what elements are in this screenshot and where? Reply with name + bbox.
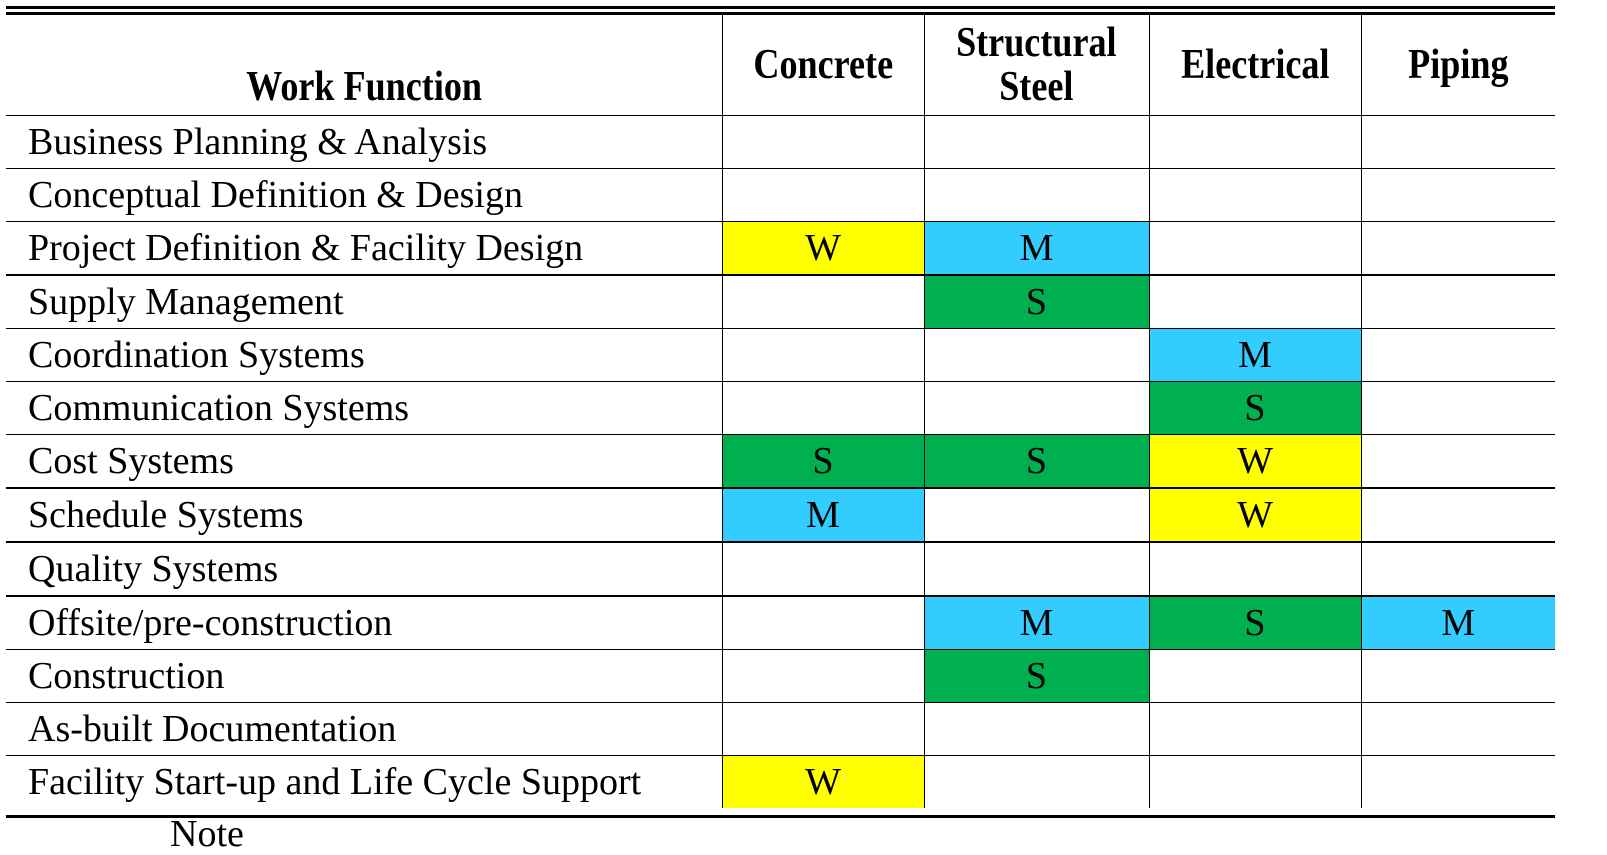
rating-cell xyxy=(721,168,924,222)
table-row: Business Planning & Analysis xyxy=(6,115,1555,169)
table-row: Supply Management S xyxy=(6,275,1555,329)
rating-cell: M xyxy=(923,221,1149,276)
bottom-rule xyxy=(6,815,1555,818)
rating-cell xyxy=(721,275,924,329)
table-row: Conceptual Definition & Design xyxy=(6,168,1555,222)
row-label: Project Definition & Facility Design xyxy=(6,221,722,276)
rating-cell: W xyxy=(1148,434,1361,489)
rating-cell xyxy=(1360,381,1555,435)
header-electrical: Electrical xyxy=(1148,15,1361,116)
rating-cell xyxy=(1360,649,1555,703)
row-label: Coordination Systems xyxy=(6,328,722,382)
rating-cell: M xyxy=(1148,328,1361,382)
rating-cell xyxy=(1360,328,1555,382)
top-rule-second xyxy=(6,12,1555,15)
rating-cell xyxy=(1148,168,1361,222)
rating-cell: S xyxy=(923,649,1149,703)
rating-cell xyxy=(721,702,924,756)
rating-cell xyxy=(1148,221,1361,276)
row-label: Conceptual Definition & Design xyxy=(6,168,722,222)
rating-cell: W xyxy=(1148,488,1361,543)
rating-cell xyxy=(923,488,1149,543)
rating-cell xyxy=(1360,702,1555,756)
rating-cell xyxy=(923,542,1149,597)
header-piping: Piping xyxy=(1360,15,1555,116)
note-text: Note xyxy=(170,813,244,855)
rating-cell: S xyxy=(923,434,1149,489)
rating-cell xyxy=(1148,702,1361,756)
rating-cell: S xyxy=(721,434,924,489)
rating-cell xyxy=(923,702,1149,756)
row-label: Communication Systems xyxy=(6,381,722,435)
top-rule xyxy=(6,6,1555,9)
table-row: As-built Documentation xyxy=(6,702,1555,756)
rating-cell xyxy=(1360,275,1555,329)
row-label: Business Planning & Analysis xyxy=(6,115,722,169)
rating-cell xyxy=(1148,275,1361,329)
row-label: Cost Systems xyxy=(6,434,722,489)
rating-cell xyxy=(923,168,1149,222)
header-concrete: Concrete xyxy=(721,15,924,116)
rating-cell xyxy=(721,115,924,169)
rating-cell xyxy=(923,381,1149,435)
rating-cell: M xyxy=(923,596,1149,650)
row-label: Supply Management xyxy=(6,275,722,329)
rating-cell xyxy=(721,542,924,597)
rating-cell: S xyxy=(923,275,1149,329)
rating-cell xyxy=(1148,115,1361,169)
table-row: Facility Start-up and Life Cycle Support… xyxy=(6,755,1555,808)
rating-cell xyxy=(721,649,924,703)
rating-cell xyxy=(1360,488,1555,543)
rating-cell xyxy=(1360,755,1555,808)
header-work-function: Work Function xyxy=(6,15,722,116)
rating-cell xyxy=(923,755,1149,808)
row-label: Offsite/pre-construction xyxy=(6,596,722,650)
row-label: Facility Start-up and Life Cycle Support xyxy=(28,761,642,803)
row-label: Quality Systems xyxy=(6,542,722,597)
table-row: Coordination Systems M xyxy=(6,328,1555,382)
rating-cell: W xyxy=(721,221,924,276)
table-row: Construction S xyxy=(6,649,1555,703)
rating-cell xyxy=(1148,755,1361,808)
rating-cell xyxy=(923,115,1149,169)
rating-cell xyxy=(1360,542,1555,597)
row-label: Schedule Systems xyxy=(6,488,722,543)
row-label: As-built Documentation xyxy=(6,702,722,756)
rating-cell xyxy=(1148,542,1361,597)
row-label: Construction xyxy=(6,649,722,703)
rating-cell xyxy=(721,328,924,382)
rating-cell: M xyxy=(1360,596,1555,650)
rating-cell xyxy=(1360,115,1555,169)
rating-cell: S xyxy=(1148,596,1361,650)
rating-cell xyxy=(923,328,1149,382)
table-row: Quality Systems xyxy=(6,542,1555,597)
rating-cell xyxy=(721,596,924,650)
rating-cell: S xyxy=(1148,381,1361,435)
rating-cell xyxy=(1360,168,1555,222)
rating-cell: W xyxy=(721,755,924,808)
rating-cell xyxy=(1360,221,1555,276)
rating-cell: M xyxy=(721,488,924,543)
rating-cell xyxy=(1148,649,1361,703)
table-row: Communication Systems S xyxy=(6,381,1555,435)
rating-cell xyxy=(721,381,924,435)
rating-cell xyxy=(1360,434,1555,489)
